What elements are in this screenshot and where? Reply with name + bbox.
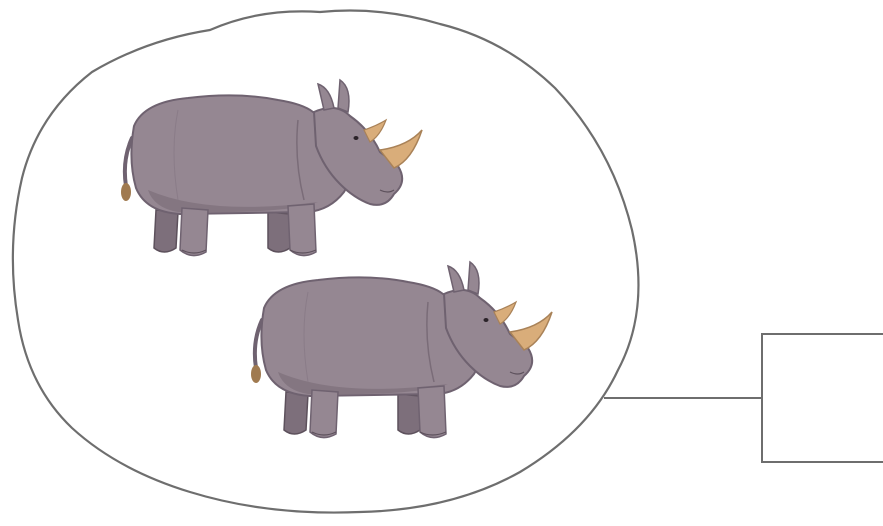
answer-box[interactable] (762, 334, 883, 462)
rhino-image (121, 80, 422, 256)
rhino-image (251, 262, 552, 438)
